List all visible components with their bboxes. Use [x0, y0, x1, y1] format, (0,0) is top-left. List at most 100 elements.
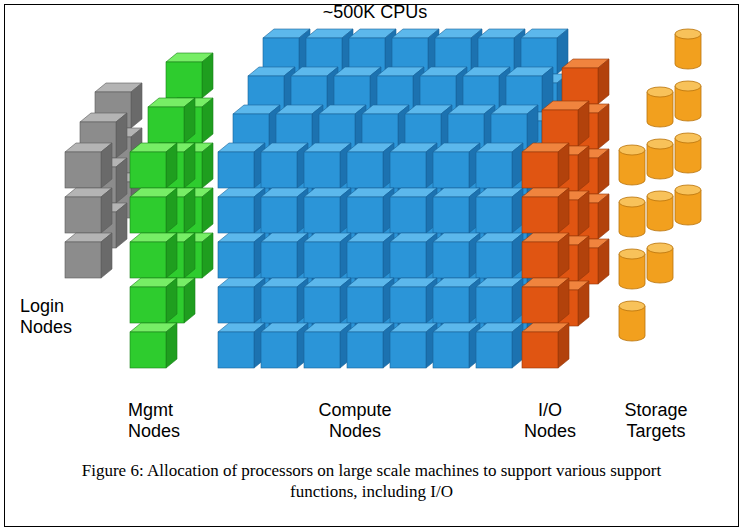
cube-front — [390, 287, 426, 323]
cube-side — [598, 194, 609, 239]
cube-front — [261, 152, 297, 188]
cube-front — [433, 287, 469, 323]
disk-top — [675, 185, 701, 195]
cube-front — [476, 332, 512, 368]
cube-front — [390, 242, 426, 278]
cube-side — [558, 233, 569, 278]
cube-front — [522, 287, 558, 323]
cube-side — [598, 104, 609, 149]
cube-side — [184, 188, 195, 233]
cube-front — [476, 152, 512, 188]
cube-side — [578, 146, 589, 191]
cube-side — [578, 281, 589, 326]
group-label: Mgmt Nodes — [128, 400, 190, 442]
disk-top — [619, 145, 645, 155]
cube-front — [304, 152, 340, 188]
cube-side — [558, 323, 569, 368]
cube-side — [184, 98, 195, 143]
cube-front — [261, 242, 297, 278]
cube-front — [65, 197, 101, 233]
cube-front — [304, 242, 340, 278]
cube-side — [131, 83, 142, 128]
cube-front — [261, 332, 297, 368]
cube-front — [542, 110, 578, 146]
cube-front — [476, 197, 512, 233]
disk-top — [647, 191, 673, 201]
cube-front — [347, 332, 383, 368]
cube-front — [166, 62, 202, 98]
cube-front — [65, 242, 101, 278]
cube-front — [390, 197, 426, 233]
cube-front — [130, 332, 166, 368]
cube-side — [578, 236, 589, 281]
cube-side — [578, 191, 589, 236]
cube-side — [166, 188, 177, 233]
cube-front — [261, 197, 297, 233]
cube-front — [304, 287, 340, 323]
cube-front — [476, 242, 512, 278]
cube-front — [218, 332, 254, 368]
cube-front — [304, 332, 340, 368]
cube-side — [184, 233, 195, 278]
cube-front — [347, 242, 383, 278]
cube-front — [218, 287, 254, 323]
storage-cylinders — [619, 29, 701, 341]
cube-front — [130, 242, 166, 278]
cube-side — [512, 233, 523, 278]
group-label: Login Nodes — [20, 296, 82, 338]
cube-side — [166, 278, 177, 323]
disk-top — [647, 87, 673, 97]
cube-side — [202, 188, 213, 233]
disk-top — [675, 133, 701, 143]
cube-side — [202, 53, 213, 98]
cube-side — [558, 143, 569, 188]
cube-side — [202, 98, 213, 143]
cube-side — [116, 158, 127, 203]
cube-front — [130, 152, 166, 188]
cube-side — [184, 143, 195, 188]
cube-front — [304, 197, 340, 233]
group-label: Compute Nodes — [300, 400, 410, 442]
cube-side — [166, 143, 177, 188]
cube-side — [598, 59, 609, 104]
cube-front — [433, 332, 469, 368]
cube-front — [347, 287, 383, 323]
cube-front — [65, 152, 101, 188]
disk-top — [619, 301, 645, 311]
cube-front — [347, 152, 383, 188]
cube-front — [390, 152, 426, 188]
cpu-count: ~500K CPUs — [300, 2, 450, 23]
cube-side — [512, 188, 523, 233]
cube-side — [558, 278, 569, 323]
cube-side — [598, 149, 609, 194]
cube-front — [148, 107, 184, 143]
node-cubes — [65, 29, 609, 368]
cube-front — [522, 242, 558, 278]
cube-front — [261, 287, 297, 323]
cube-front — [433, 152, 469, 188]
disk-top — [675, 81, 701, 91]
cube-side — [202, 143, 213, 188]
cube-side — [166, 233, 177, 278]
cube-front — [433, 242, 469, 278]
group-label: Storage Targets — [606, 400, 706, 442]
cube-front — [433, 197, 469, 233]
cube-front — [476, 287, 512, 323]
cube-side — [116, 203, 127, 248]
cube-side — [578, 101, 589, 146]
cube-side — [512, 143, 523, 188]
disk-top — [675, 29, 701, 39]
cube-side — [101, 188, 112, 233]
cube-front — [562, 68, 598, 104]
cube-side — [598, 239, 609, 284]
group-label: I/O Nodes — [518, 400, 582, 442]
cube-side — [202, 233, 213, 278]
cube-side — [512, 323, 523, 368]
disk-top — [619, 249, 645, 259]
cube-front — [218, 152, 254, 188]
cube-front — [522, 197, 558, 233]
cube-front — [130, 287, 166, 323]
cube-side — [101, 143, 112, 188]
